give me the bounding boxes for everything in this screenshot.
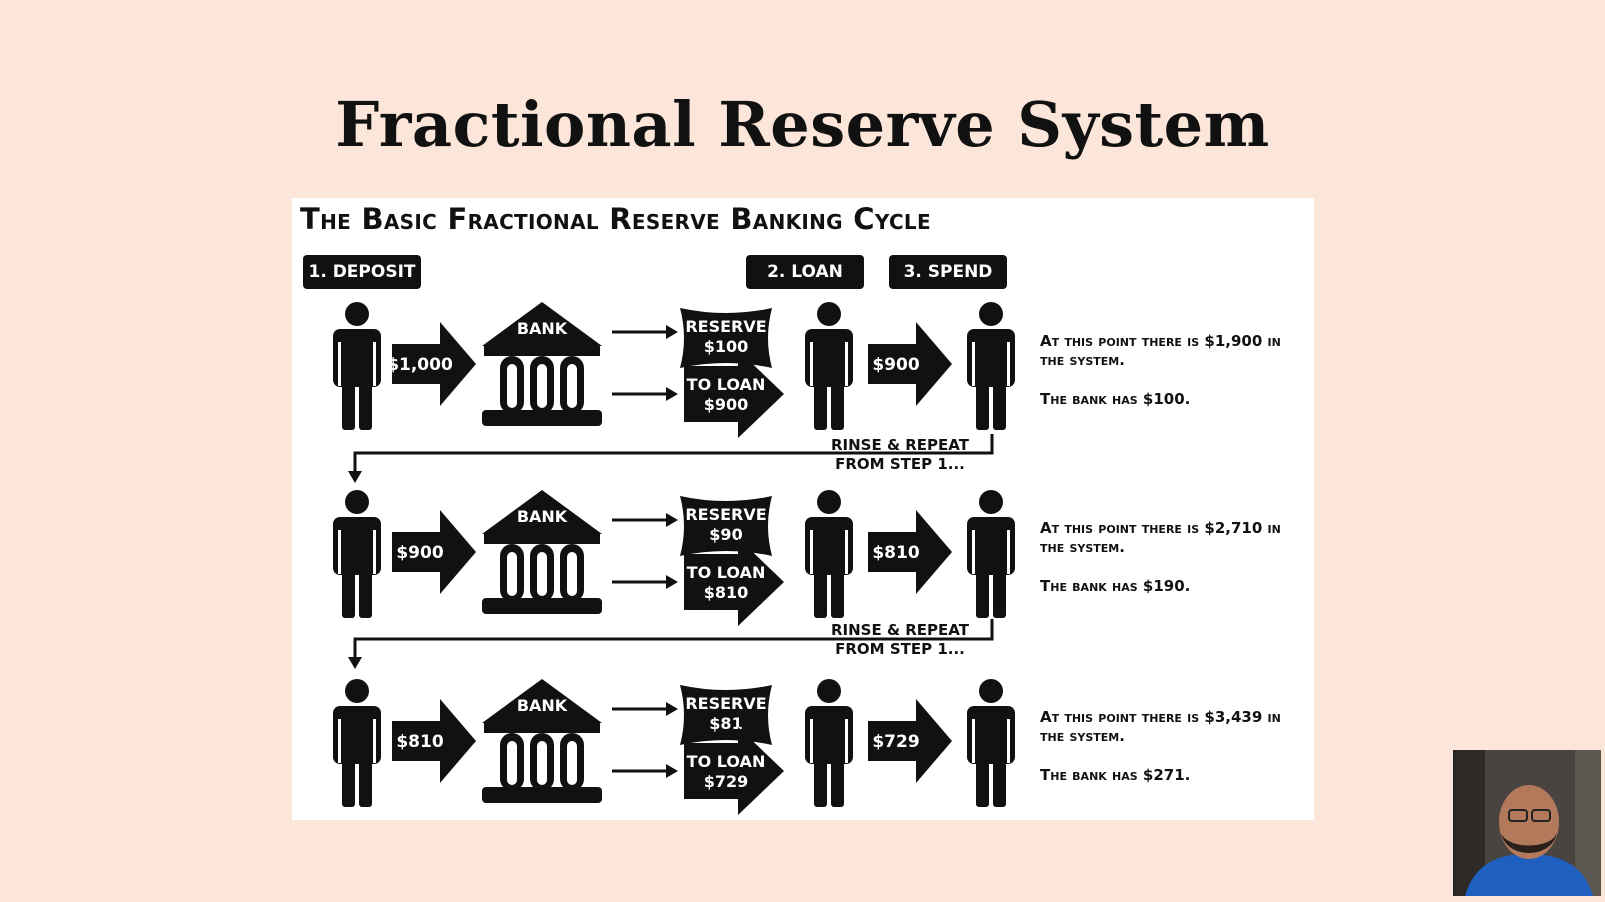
connector-arrowhead bbox=[666, 325, 678, 339]
repeat-arrowhead bbox=[348, 657, 362, 669]
loan-amount: $810 bbox=[704, 583, 749, 602]
person-icon bbox=[967, 302, 1015, 430]
bank-icon bbox=[482, 302, 602, 426]
repeat-line-2: FROM STEP 1... bbox=[835, 640, 965, 658]
connector-arrowhead bbox=[666, 702, 678, 716]
person-icon bbox=[333, 679, 381, 807]
arrow-amount: $810 bbox=[872, 543, 919, 563]
bank-icon bbox=[482, 490, 602, 614]
reserve-badge bbox=[680, 496, 772, 556]
slide-title: Fractional Reserve System bbox=[335, 88, 1270, 161]
person-icon bbox=[333, 490, 381, 618]
loan-arrow bbox=[684, 538, 784, 626]
arrow-amount: $729 bbox=[872, 732, 919, 752]
arrow-amount: $900 bbox=[396, 543, 443, 563]
info-row-1: At this point there is $1,900 in the sys… bbox=[1040, 332, 1310, 409]
arrow-icon bbox=[868, 322, 952, 406]
reserve-label: RESERVE bbox=[685, 317, 766, 336]
person-icon bbox=[333, 302, 381, 430]
arrow-icon bbox=[392, 510, 476, 594]
person-icon bbox=[805, 302, 853, 430]
arrow-icon bbox=[392, 699, 476, 783]
info-total: At this point there is $2,710 in the sys… bbox=[1040, 519, 1281, 556]
loan-amount: $729 bbox=[704, 772, 749, 791]
info-bank: The bank has $100. bbox=[1040, 390, 1191, 408]
repeat-note-2: RINSE & REPEAT FROM STEP 1... bbox=[820, 621, 980, 659]
person-icon bbox=[805, 679, 853, 807]
loan-arrow bbox=[684, 727, 784, 815]
repeat-line-2: FROM STEP 1... bbox=[835, 455, 965, 473]
repeat-note-1: RINSE & REPEAT FROM STEP 1... bbox=[820, 436, 980, 474]
reserve-amount: $100 bbox=[704, 337, 749, 356]
presenter-webcam bbox=[1453, 750, 1601, 896]
step-spend-label: 3. SPEND bbox=[889, 255, 1007, 289]
repeat-connector bbox=[353, 434, 994, 473]
connector-arrowhead bbox=[666, 764, 678, 778]
arrow-icon bbox=[392, 322, 476, 406]
person-icon bbox=[805, 490, 853, 618]
loan-label: TO LOAN bbox=[687, 752, 766, 771]
bank-label: BANK bbox=[517, 696, 568, 715]
info-total: At this point there is $3,439 in the sys… bbox=[1040, 708, 1281, 745]
arrow-amount: $810 bbox=[396, 732, 443, 752]
loan-label: TO LOAN bbox=[687, 375, 766, 394]
arrow-icon bbox=[868, 699, 952, 783]
reserve-amount: $90 bbox=[709, 525, 742, 544]
bank-label: BANK bbox=[517, 507, 568, 526]
connector-arrowhead bbox=[666, 575, 678, 589]
step-deposit-label: 1. DEPOSIT bbox=[303, 255, 421, 289]
reserve-badge bbox=[680, 685, 772, 745]
repeat-connector bbox=[353, 619, 994, 659]
arrow-amount: $900 bbox=[872, 355, 919, 375]
bank-icon bbox=[482, 679, 602, 803]
info-row-2: At this point there is $2,710 in the sys… bbox=[1040, 519, 1310, 596]
arrow-icon bbox=[868, 510, 952, 594]
repeat-line-1: RINSE & REPEAT bbox=[831, 436, 969, 454]
person-icon bbox=[967, 490, 1015, 618]
reserve-label: RESERVE bbox=[685, 505, 766, 524]
info-total: At this point there is $1,900 in the sys… bbox=[1040, 332, 1281, 369]
reserve-badge bbox=[680, 308, 772, 368]
loan-label: TO LOAN bbox=[687, 563, 766, 582]
diagram-title: The Basic Fractional Reserve Banking Cyc… bbox=[300, 202, 931, 236]
reserve-label: RESERVE bbox=[685, 694, 766, 713]
loan-amount: $900 bbox=[704, 395, 749, 414]
step-loan-label: 2. LOAN bbox=[746, 255, 864, 289]
info-bank: The bank has $271. bbox=[1040, 766, 1191, 784]
info-bank: The bank has $190. bbox=[1040, 577, 1191, 595]
repeat-line-1: RINSE & REPEAT bbox=[831, 621, 969, 639]
reserve-amount: $81 bbox=[709, 714, 742, 733]
person-icon bbox=[967, 679, 1015, 807]
connector-arrowhead bbox=[666, 387, 678, 401]
connector-arrowhead bbox=[666, 513, 678, 527]
repeat-arrowhead bbox=[348, 471, 362, 483]
arrow-amount: $1,000 bbox=[387, 355, 453, 375]
bank-label: BANK bbox=[517, 319, 568, 338]
loan-arrow bbox=[684, 350, 784, 438]
info-row-3: At this point there is $3,439 in the sys… bbox=[1040, 708, 1310, 785]
